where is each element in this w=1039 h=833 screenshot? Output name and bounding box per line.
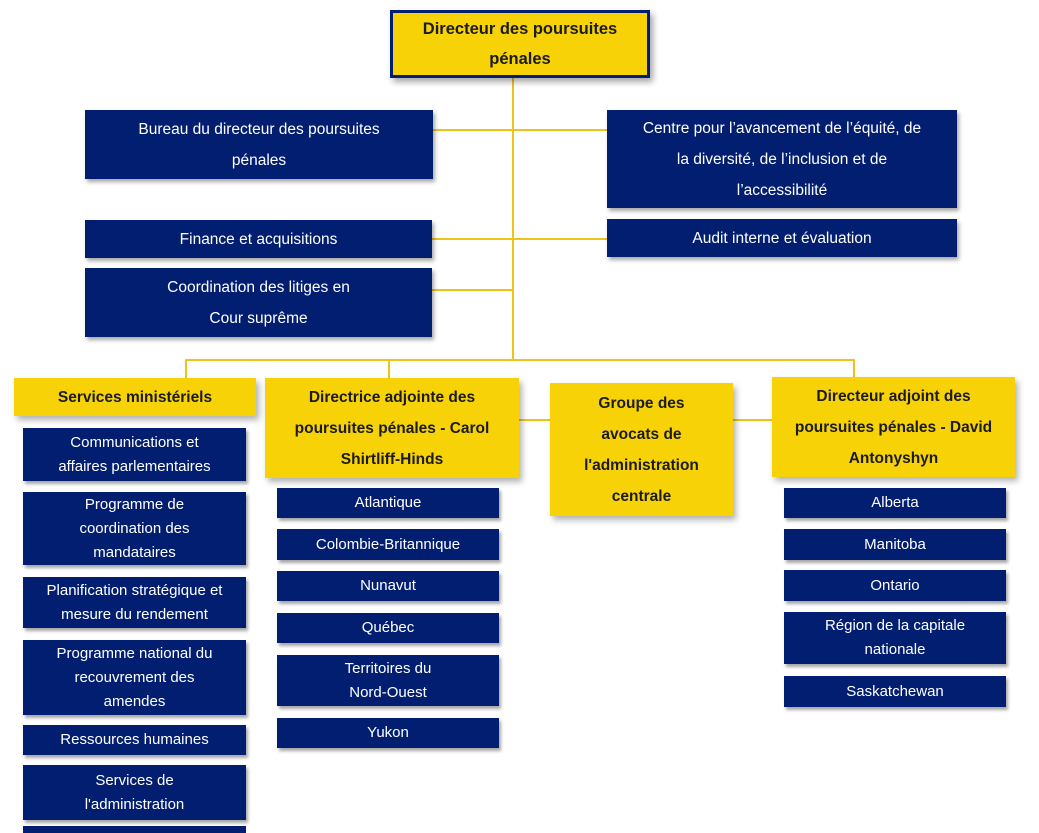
branch-directeur-adjoint-antonyshyn: Directeur adjoint des poursuites pénales… [772, 377, 1015, 477]
connector-finance [432, 238, 513, 240]
node-finance-acquisitions: Finance et acquisitions [85, 220, 432, 258]
node-label: Québec [361, 619, 415, 636]
node-label: Directeur des poursuites pénales [422, 20, 618, 68]
node-label: Alberta [871, 494, 919, 511]
node-label: Coordination des litiges en Cour suprême [167, 278, 350, 327]
node-planification-strategique: Planification stratégique et mesure du r… [23, 577, 246, 628]
node-alberta: Alberta [784, 488, 1006, 518]
node-ontario: Ontario [784, 570, 1006, 601]
node-cutoff-partial-box [23, 826, 246, 833]
node-label: Yukon [367, 724, 409, 741]
node-atlantique: Atlantique [277, 488, 499, 518]
node-label: Bureau du directeur des poursuites pénal… [138, 120, 380, 169]
node-label: Atlantique [354, 494, 422, 511]
connector-branches-horizontal [185, 359, 855, 361]
node-directeur-poursuites-penales: Directeur des poursuites pénales [390, 10, 650, 78]
node-label: Territoires du Nord-Ouest [344, 659, 432, 701]
node-nunavut: Nunavut [277, 571, 499, 601]
node-colombie-britannique: Colombie-Britannique [277, 529, 499, 560]
node-audit-interne: Audit interne et évaluation [607, 219, 957, 257]
connector-stub-directrice [388, 359, 390, 379]
connector-groupe-left [510, 419, 551, 421]
connector-centre [513, 129, 608, 131]
node-label: Ressources humaines [60, 731, 209, 748]
node-label: Colombie-Britannique [315, 535, 461, 553]
node-label: Programme national du recouvrement des a… [56, 644, 213, 710]
node-label: Centre pour l’avancement de l’équité, de… [642, 119, 922, 199]
node-label: Services de l'administration [84, 771, 185, 813]
branch-label: Groupe des avocats de l'administration c… [584, 394, 699, 505]
node-label: Audit interne et évaluation [692, 229, 872, 247]
node-yukon: Yukon [277, 718, 499, 748]
connector-bureau [433, 129, 513, 131]
branch-label: Directrice adjointe des poursuites pénal… [294, 388, 490, 468]
connector-stub-services [185, 359, 187, 379]
node-label: Programme de coordination des mandataire… [79, 495, 190, 561]
node-coordination-litiges: Coordination des litiges en Cour suprême [85, 268, 432, 337]
node-label: Manitoba [864, 535, 926, 553]
node-region-capitale-nationale: Région de la capitale nationale [784, 612, 1006, 664]
node-communications-parlementaires: Communications et affaires parlementaire… [23, 428, 246, 481]
node-bureau-du-directeur: Bureau du directeur des poursuites pénal… [85, 110, 433, 179]
node-label: Planification stratégique et mesure du r… [46, 581, 223, 623]
connector-coordination [432, 289, 513, 291]
node-quebec: Québec [277, 613, 499, 643]
node-programme-recouvrement-amendes: Programme national du recouvrement des a… [23, 640, 246, 715]
branch-directrice-adjointe-shirtliff-hinds: Directrice adjointe des poursuites pénal… [265, 378, 519, 478]
branch-label: Services ministériels [57, 388, 213, 406]
connector-audit [513, 238, 608, 240]
node-label: Nunavut [360, 577, 416, 594]
node-saskatchewan: Saskatchewan [784, 676, 1006, 707]
node-centre-equite-diversite: Centre pour l’avancement de l’équité, de… [607, 110, 957, 208]
node-label: Saskatchewan [846, 682, 944, 700]
node-label: Communications et affaires parlementaire… [58, 433, 211, 475]
branch-services-ministeriels: Services ministériels [14, 378, 256, 416]
branch-label: Directeur adjoint des poursuites pénales… [794, 387, 993, 467]
node-ressources-humaines: Ressources humaines [23, 725, 246, 755]
node-label: Finance et acquisitions [179, 230, 338, 248]
node-manitoba: Manitoba [784, 529, 1006, 560]
node-territoires-nord-ouest: Territoires du Nord-Ouest [277, 655, 499, 706]
node-programme-coordination-mandataires: Programme de coordination des mandataire… [23, 492, 246, 565]
connector-stub-directeur-adjoint [853, 359, 855, 378]
branch-groupe-avocats-administration-centrale: Groupe des avocats de l'administration c… [550, 383, 733, 516]
connector-root-vertical [512, 78, 514, 360]
connector-groupe-right [732, 419, 773, 421]
node-services-administration: Services de l'administration [23, 765, 246, 820]
node-label: Région de la capitale nationale [824, 617, 966, 658]
node-label: Ontario [870, 576, 920, 594]
